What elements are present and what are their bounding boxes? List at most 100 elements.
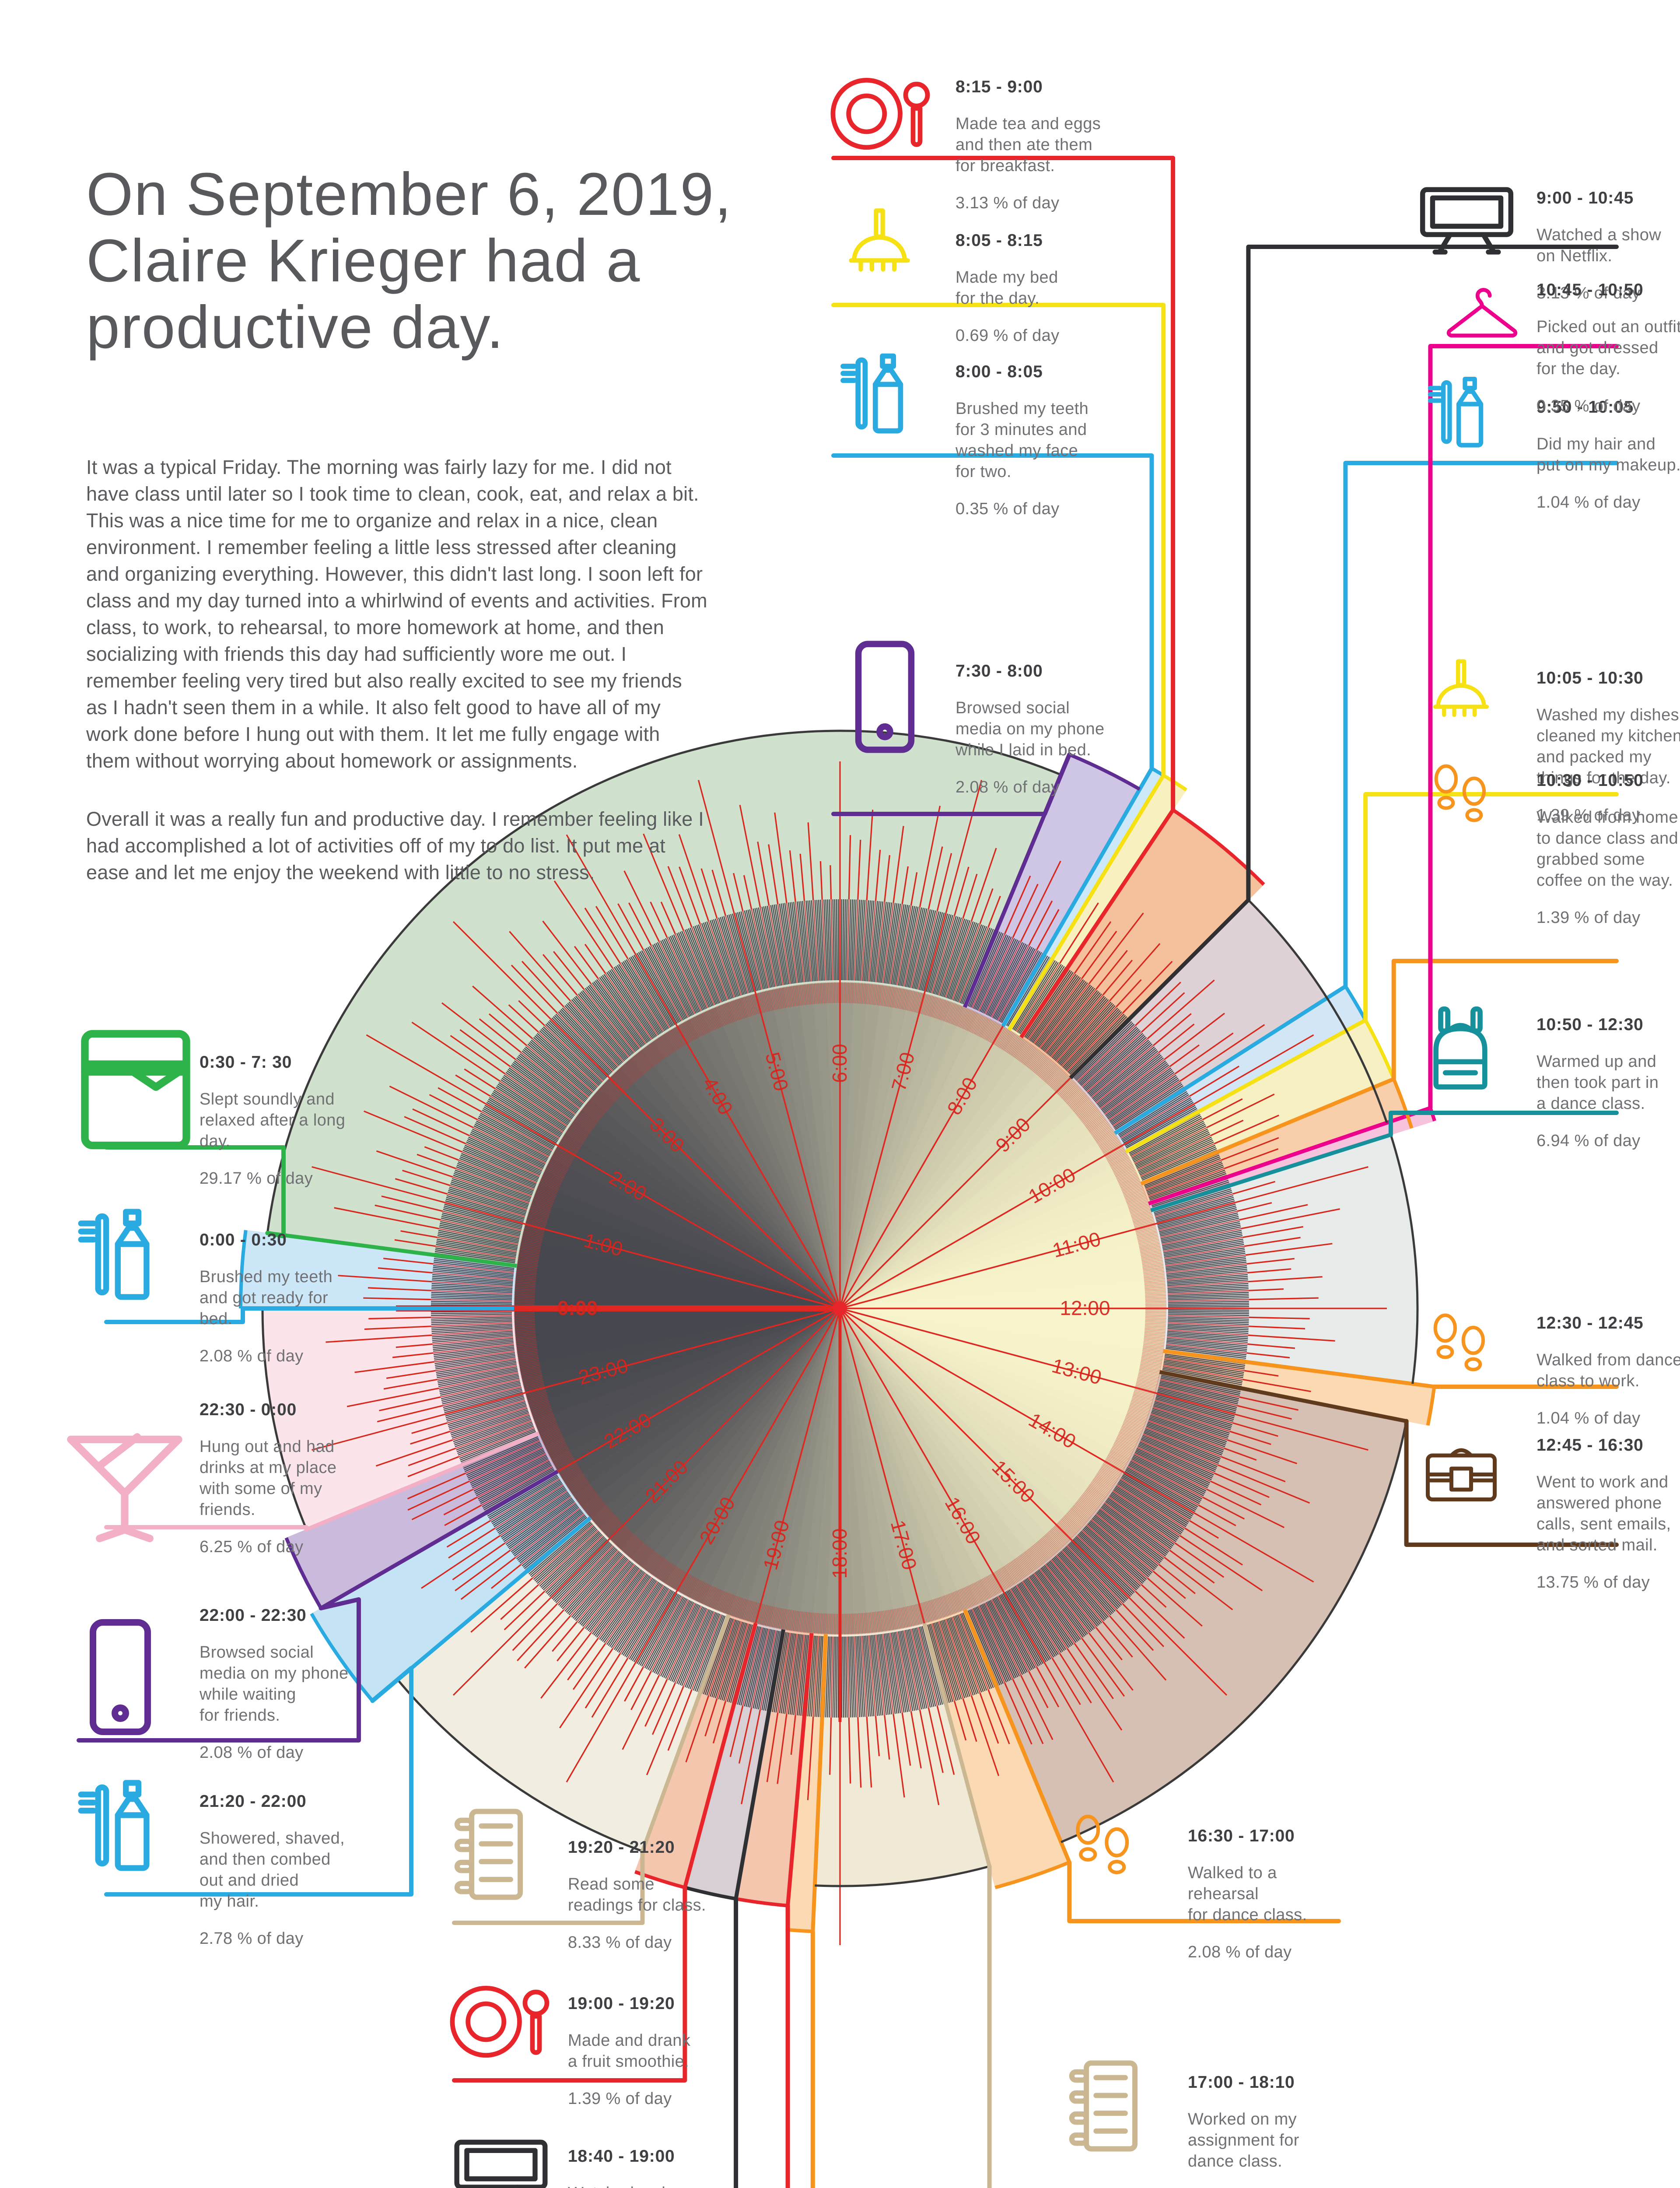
tv-icon [1420, 187, 1514, 255]
activity-time-range: 21:20 - 22:00 [200, 1792, 307, 1811]
activity-description-line: Did my hair and [1536, 435, 1656, 453]
activity-time-range: 7:30 - 8:00 [956, 662, 1043, 680]
plate-icon [830, 77, 930, 150]
activity-description-line: and got dressed [1536, 339, 1659, 357]
activity-description-line: grabbed some [1536, 850, 1645, 869]
activity-description-line: Made tea and eggs [956, 115, 1101, 133]
hour-label: 12:00 [1060, 1297, 1110, 1319]
bed-icon [81, 1030, 190, 1150]
activity-description-line: things for the day. [1536, 769, 1671, 787]
activity-description-line: Hung out and had [200, 1438, 335, 1456]
activity-description-line: a fruit smoothie. [568, 2052, 690, 2071]
activity-percent-of-day: 1.04 % of day [1536, 493, 1641, 512]
brush-icon [78, 1780, 150, 1871]
notebook-icon [1069, 2060, 1138, 2152]
page-title: On September 6, 2019, Claire Krieger had… [86, 161, 732, 361]
activity-percent-of-day: 13.75 % of day [1536, 1573, 1650, 1592]
feet-icon [1434, 764, 1486, 822]
activity-time-range: 8:00 - 8:05 [956, 362, 1043, 381]
activity-description-line: out and dried [200, 1871, 299, 1890]
activity-time-range: 10:45 - 10:50 [1536, 281, 1644, 299]
activity-time-range: 16:30 - 17:00 [1188, 1827, 1295, 1845]
activity-description-line: Watched a show [568, 2183, 813, 2188]
activity-description-line: then took part in [1536, 1073, 1659, 1092]
activity-description-line: for two. [956, 463, 1012, 481]
activity-description-line: while waiting [200, 1685, 296, 1704]
activity-description-line: and got ready for [200, 1289, 329, 1307]
activity-description-line: Brushed my teeth [200, 1268, 333, 1286]
activity-time-range: 19:20 - 21:20 [568, 1838, 675, 1857]
activity-percent-of-day: 1.39 % of day [1536, 908, 1641, 927]
activity-description-line: bed. [200, 1310, 233, 1328]
activity-description-line: Walked from home [1536, 808, 1678, 827]
activity-percent-of-day: 2.08 % of day [1188, 1943, 1292, 1961]
activity-percent-of-day: 2.08 % of day [956, 778, 1060, 796]
activity-time-range: 12:45 - 16:30 [1536, 1436, 1644, 1455]
activity-description-line: cleaned my kitchen [1536, 727, 1680, 745]
activity-description-line: class to work. [1536, 1372, 1640, 1390]
brush-icon [840, 353, 903, 434]
backpack-icon [1433, 1006, 1488, 1090]
activity-percent-of-day: 29.17 % of day [200, 1169, 313, 1188]
activity-description-line: a dance class. [1536, 1094, 1645, 1113]
activity-description-line: dance class. [1188, 2152, 1283, 2170]
activity-percent-of-day: 2.78 % of day [200, 1929, 304, 1948]
activity-time-range: 0:00 - 0:30 [200, 1231, 287, 1249]
activity-description-line: Made and drank [568, 2031, 691, 2050]
activity-description-line: put on my makeup. [1536, 456, 1680, 474]
activity-description-line: Watched a show [1536, 226, 1662, 244]
activity-percent-of-day: 3.13 % of day [956, 194, 1060, 212]
activity-description-line: for 3 minutes and [956, 421, 1087, 439]
activity-description-line: drinks at my place [200, 1459, 337, 1477]
broom-icon [1433, 659, 1489, 717]
activity-description-line: and packed my [1536, 748, 1652, 766]
activity-percent-of-day: 2.08 % of day [200, 1743, 304, 1762]
activity-percent-of-day: 0.35 % of day [1536, 397, 1641, 415]
activity-description-line: my hair. [200, 1892, 259, 1911]
activity-percent-of-day: 6.25 % of day [200, 1538, 304, 1556]
activity-description-line: and sorted mail. [1536, 1536, 1658, 1554]
activity-description-line: Went to work and [1536, 1473, 1669, 1491]
page-title-line3: productive day. [86, 294, 504, 361]
hour-label: 18:00 [828, 1528, 851, 1578]
activity-percent-of-day: 2.08 % of day [200, 1347, 304, 1365]
intro-paragraph-2: Overall it was a really fun and producti… [86, 808, 704, 884]
intro-paragraph-1: It was a typical Friday. The morning was… [86, 456, 707, 772]
activity-description-line: with some of my [200, 1480, 322, 1498]
tv-icon [454, 2139, 548, 2188]
activity-time-range: 22:00 - 22:30 [200, 1606, 307, 1625]
activity-time-range: 17:00 - 18:10 [1188, 2073, 1295, 2092]
activity-percent-of-day: 6.94 % of day [1536, 1132, 1641, 1150]
activity-time-range: 12:30 - 12:45 [1536, 1314, 1644, 1332]
activity-description-line: media on my phone [200, 1664, 349, 1683]
activity-percent-of-day: 0.69 % of day [956, 326, 1060, 345]
activity-time-range: 8:05 - 8:15 [956, 231, 1043, 250]
activity-percent-of-day: 1.04 % of day [1536, 1409, 1641, 1427]
activity-description-line: for dance class. [1188, 1906, 1307, 1924]
plate-icon [450, 1985, 550, 2058]
activity-description-line: Slept soundly and [200, 1090, 335, 1108]
activity-description-line: and then combed [200, 1850, 331, 1869]
activity-description-line: day. [200, 1132, 231, 1150]
activity-time-range: 18:40 - 19:00 [568, 2147, 675, 2166]
activity-time-range: 19:00 - 19:20 [568, 1994, 675, 2013]
activity-description-line: relaxed after a long [200, 1111, 346, 1129]
